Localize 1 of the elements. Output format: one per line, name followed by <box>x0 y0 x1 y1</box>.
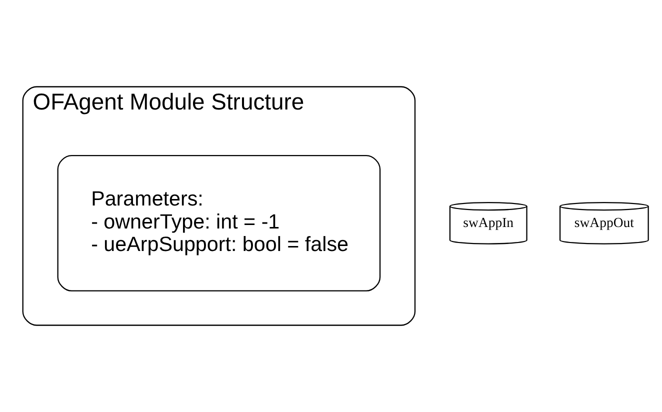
node-box: Parameters: - ownerType: int = -1 - ueArpSupport: bool = false <box>57 154 381 292</box>
